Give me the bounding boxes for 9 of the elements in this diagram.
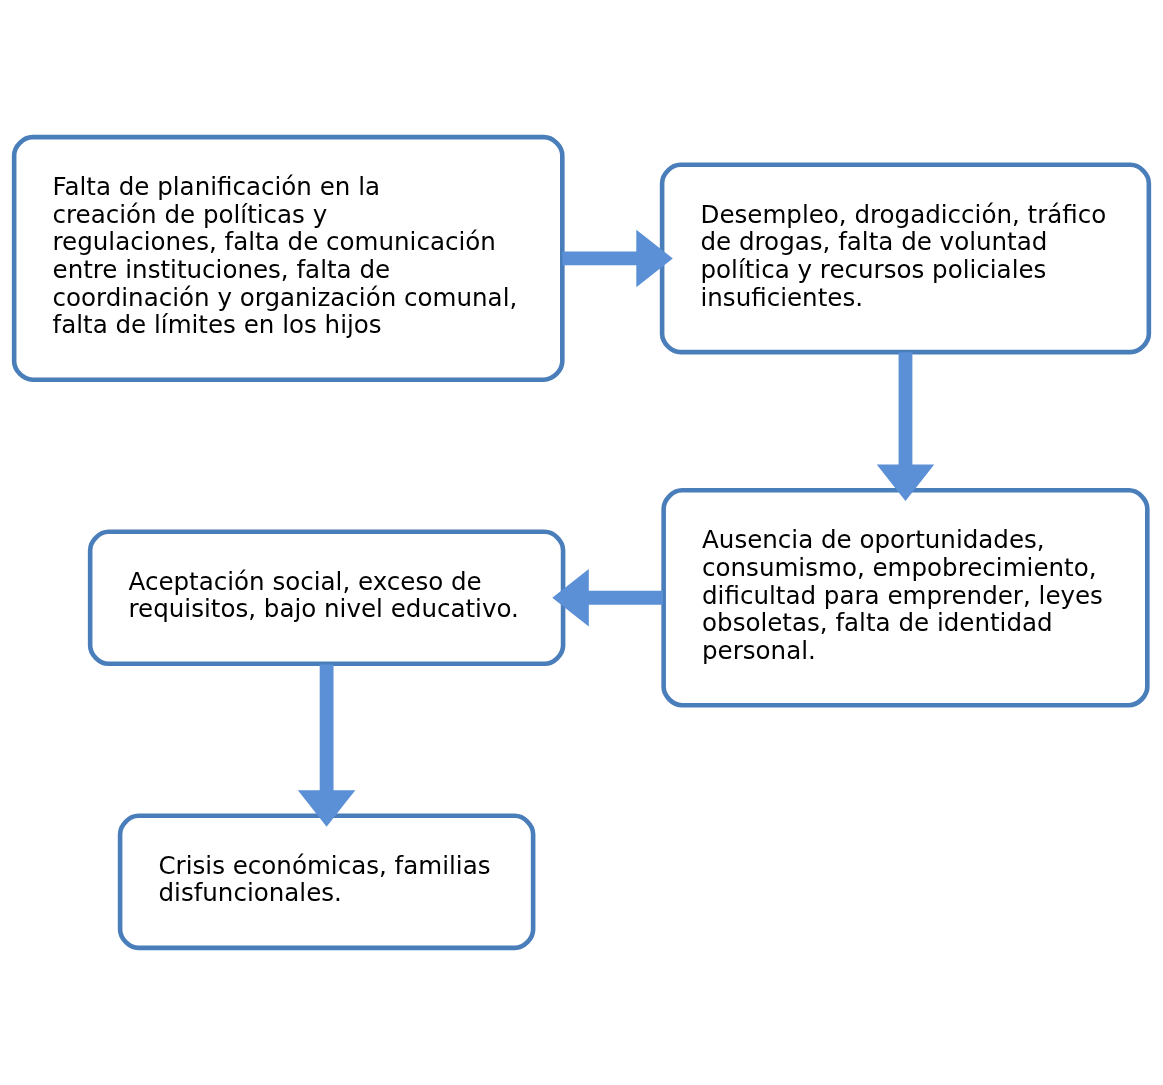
node-box: Ausencia de oportunidades, consumismo, empobrecimiento, dificultad para emprender, leyes obsoletas, falta de identidad personal. (661, 488, 1150, 708)
arrow (876, 352, 935, 502)
arrow (552, 569, 663, 627)
node-box: Crisis económicas, familias disfuncionales. (117, 813, 536, 951)
arrow (297, 664, 356, 827)
node-box: Aceptación social, exceso de requisitos, bajo nivel educativo. (87, 529, 566, 667)
arrow (562, 229, 673, 288)
node-box: Desempleo, drogadicción, tráfico de drogas, falta de voluntad política y recursos policiales insuficientes. (659, 162, 1152, 355)
node-box: Falta de planificación en la creación de políticas y regulaciones, falta de comunicación entre instituciones, falta de coordinación y organización comunal, falta de límites en los hijos (11, 134, 565, 383)
